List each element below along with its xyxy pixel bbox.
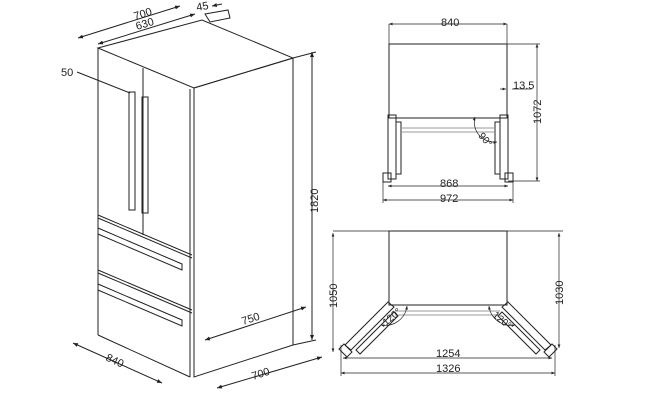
dim-outer-width-90: 972 — [440, 193, 458, 205]
dim-overall-depth: 700 — [132, 6, 153, 23]
dim-body-depth: 630 — [134, 16, 155, 33]
dim-outer-width-120: 1326 — [436, 363, 460, 375]
fridge-body — [96, 19, 295, 378]
dim-inner-width-90: 868 — [440, 178, 458, 190]
dim-depth-bottom: 700 — [250, 366, 271, 383]
angle-120-left: 120° — [381, 307, 404, 329]
dim-handle-offset: 50 — [61, 67, 73, 79]
iso-dimension-lines — [72, 3, 323, 389]
dim-inner-width-120: 1254 — [436, 348, 460, 360]
top-view-90-degrees: 840 13.5 1072 90° 868 972 — [382, 17, 544, 205]
dim-hinge-offset: 13.5 — [513, 80, 534, 92]
dim-width-top: 840 — [441, 17, 459, 29]
dim-side-depth: 750 — [240, 311, 261, 328]
dim-depth-left-120: 1050 — [328, 284, 340, 308]
dim-depth-90: 1072 — [532, 100, 544, 124]
dim-width: 840 — [104, 352, 126, 371]
door-handles — [97, 91, 183, 327]
dim-handle-depth: 45 — [195, 0, 209, 14]
top-view-120-degrees: 1050 1030 120° 120° 1254 1326 — [328, 230, 566, 376]
dim-height: 1820 — [309, 189, 321, 213]
angle-120-right: 120° — [490, 310, 513, 332]
angle-90: 90° — [476, 131, 494, 150]
isometric-view: 700 630 45 50 1820 750 840 700 — [61, 0, 323, 389]
dim-depth-right-120: 1030 — [554, 281, 566, 305]
